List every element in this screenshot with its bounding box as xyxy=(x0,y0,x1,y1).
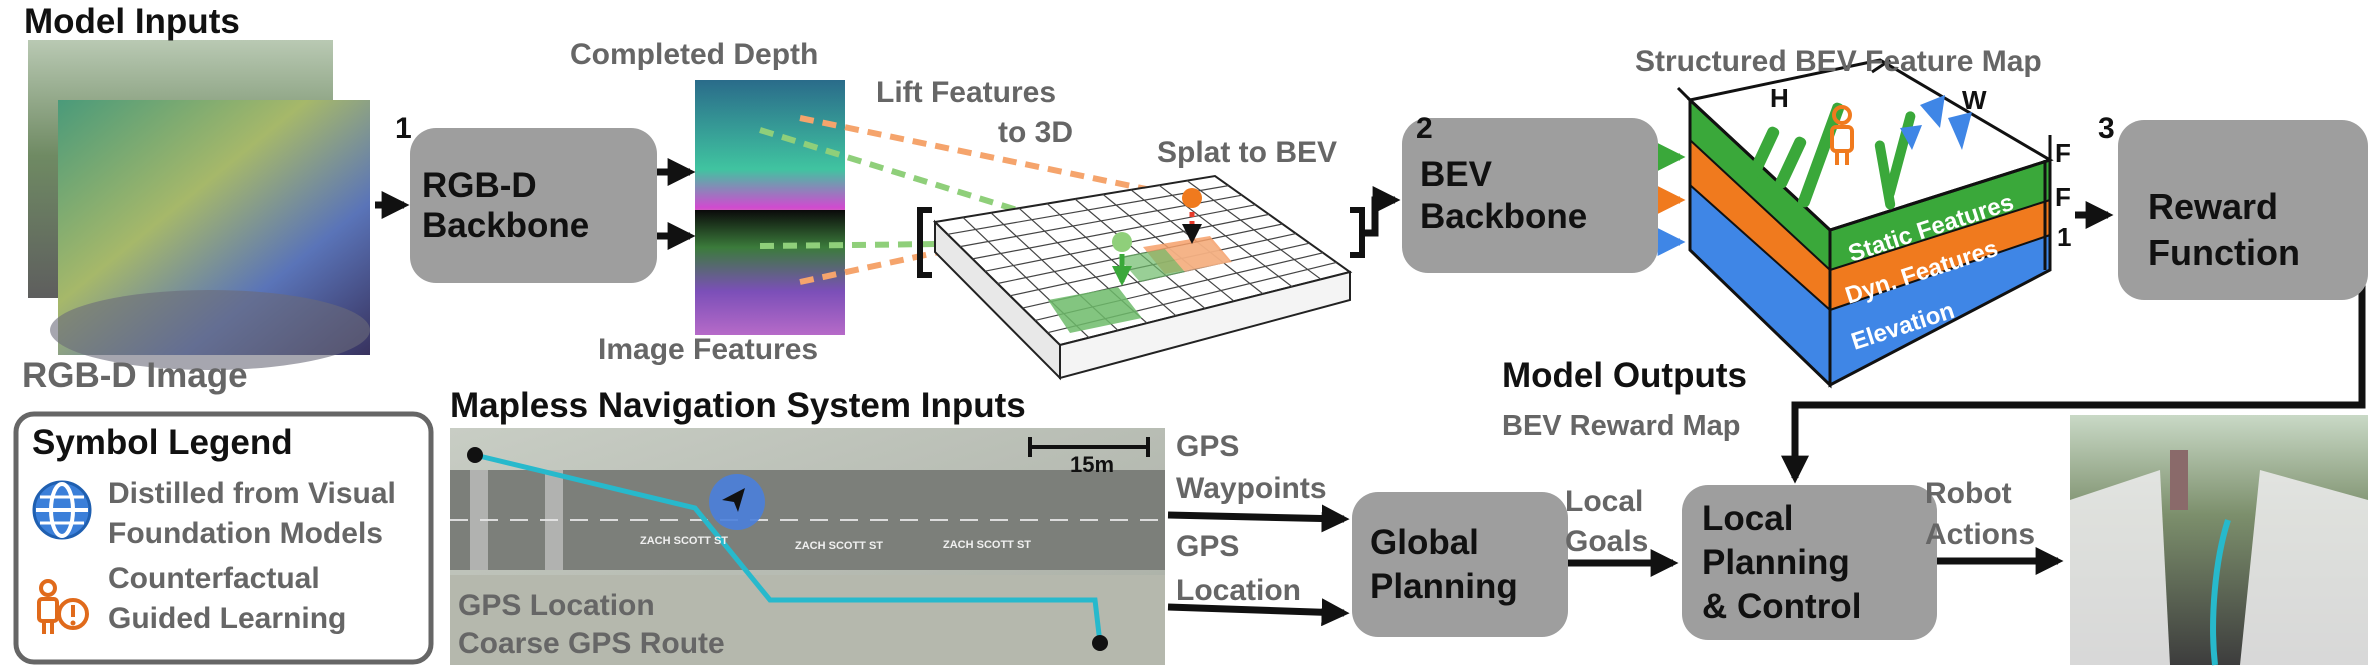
rgbd-backbone-line2: Backbone xyxy=(422,205,590,245)
bev-map-w-label: W xyxy=(1962,85,1987,115)
step-2-label: 2 xyxy=(1416,112,1433,145)
globe-icon xyxy=(32,480,92,540)
global-line1: Global xyxy=(1370,522,1479,562)
bev-map-h-label: H xyxy=(1770,83,1789,113)
lift-features-line2: to 3D xyxy=(998,116,1073,149)
bev-backbone-box: BEV Backbone xyxy=(1402,118,1658,273)
local-line2: Planning xyxy=(1702,542,1850,582)
structured-bev-feature-map xyxy=(1676,58,2054,389)
rgbd-image-caption: RGB-D Image xyxy=(22,356,248,395)
reward-function-box: Reward Function xyxy=(2118,120,2368,300)
robot-actions-line2: Actions xyxy=(1925,518,2036,551)
model-inputs-title: Model Inputs xyxy=(24,2,240,41)
reward-line1: Reward xyxy=(2148,186,2279,227)
gps-location-caption: GPS Location xyxy=(458,589,655,622)
bev-reward-map-label: BEV Reward Map xyxy=(1502,410,1741,442)
model-outputs-title: Model Outputs xyxy=(1502,356,1747,395)
street-label-1: ZACH SCOTT ST xyxy=(640,535,728,547)
local-planning-box: Local Planning & Control xyxy=(1682,485,1937,640)
legend-item2-line2: Guided Learning xyxy=(108,602,347,635)
bev-backbone-line1: BEV xyxy=(1420,154,1492,194)
global-line2: Planning xyxy=(1370,566,1518,606)
legend-item1-line1: Distilled from Visual xyxy=(108,477,396,510)
global-planning-box: Global Planning xyxy=(1352,492,1568,637)
gps-waypoints-line2: Waypoints xyxy=(1176,472,1327,505)
local-line1: Local xyxy=(1702,498,1794,538)
mapless-nav-title: Mapless Navigation System Inputs xyxy=(450,386,1026,425)
robot-camera-view xyxy=(2070,415,2368,666)
street-label-2: ZACH SCOTT ST xyxy=(795,540,883,552)
bev-map-one-label: 1 xyxy=(2057,222,2072,252)
bev-map-f1-label: F xyxy=(2055,138,2071,168)
bev-map-f2-label: F xyxy=(2055,182,2071,212)
local-line3: & Control xyxy=(1702,586,1862,626)
image-features-image xyxy=(695,210,845,335)
bev-backbone-line2: Backbone xyxy=(1420,196,1588,236)
aerial-map xyxy=(450,428,1165,665)
legend-item1-line2: Foundation Models xyxy=(108,517,383,550)
lift-features-line1: Lift Features xyxy=(876,76,1057,109)
local-goals-line1: Local xyxy=(1565,485,1644,518)
image-features-caption: Image Features xyxy=(598,333,819,366)
step-1-label: 1 xyxy=(395,112,412,145)
street-label-3: ZACH SCOTT ST xyxy=(943,539,1031,551)
rgbd-backbone-box: RGB-D Backbone xyxy=(410,128,657,283)
splat-bev-grid xyxy=(932,174,1353,381)
coarse-route-caption: Coarse GPS Route xyxy=(458,627,725,660)
gps-location-line1: GPS xyxy=(1176,530,1240,563)
gps-location-line2: Location xyxy=(1176,574,1301,607)
robot-actions-line1: Robot xyxy=(1925,477,2012,510)
step-3-label: 3 xyxy=(2098,112,2115,145)
structured-bev-title: Structured BEV Feature Map xyxy=(1635,45,2042,78)
legend-item2-line1: Counterfactual xyxy=(108,562,320,595)
counterfactual-icon xyxy=(37,579,89,634)
reward-line2: Function xyxy=(2148,232,2300,273)
local-goals-line2: Goals xyxy=(1565,525,1649,558)
gps-waypoints-line1: GPS xyxy=(1176,430,1240,463)
splat-to-bev-title: Splat to BEV xyxy=(1157,136,1338,169)
legend-title: Symbol Legend xyxy=(32,423,293,462)
rgbd-image-stack xyxy=(28,40,370,370)
legend-frame xyxy=(13,411,434,665)
map-scale-label: 15m xyxy=(1070,452,1115,477)
bev-person-icon xyxy=(1830,105,1854,165)
rgbd-backbone-line1: RGB-D xyxy=(422,165,537,205)
completed-depth-title: Completed Depth xyxy=(570,38,819,71)
